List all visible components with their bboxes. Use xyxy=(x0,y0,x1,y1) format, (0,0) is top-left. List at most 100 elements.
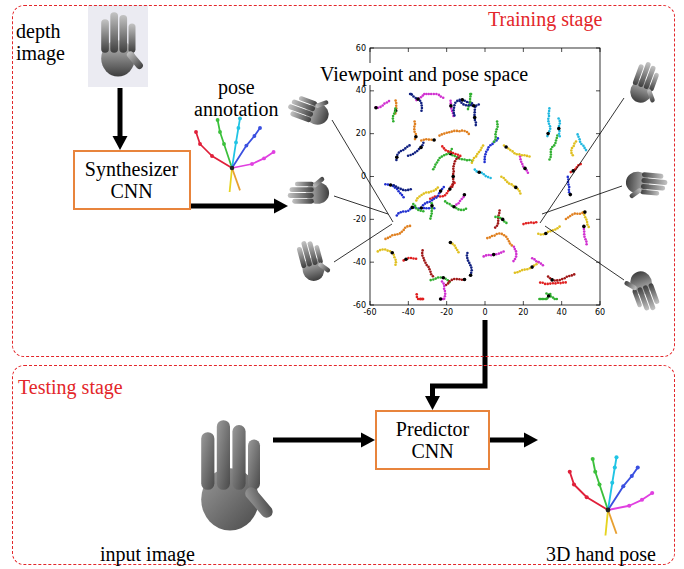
scatter-point xyxy=(519,192,522,195)
scatter-point xyxy=(458,100,461,103)
scatter-point xyxy=(412,257,415,260)
scatter-point xyxy=(487,176,490,179)
scatter-point xyxy=(582,144,585,147)
scatter-point xyxy=(544,283,547,286)
scatter-point xyxy=(453,106,456,109)
scatter-point xyxy=(404,147,407,150)
scatter-point xyxy=(401,194,404,197)
scatter-point xyxy=(442,96,445,99)
scatter-point xyxy=(531,257,534,260)
scatter-point xyxy=(379,249,382,252)
scatter-point xyxy=(413,120,416,123)
scatter-point xyxy=(389,183,393,187)
scatter-point xyxy=(451,186,454,189)
scatter-point xyxy=(395,107,398,110)
scatter-point xyxy=(572,154,575,157)
arrowhead xyxy=(425,396,440,410)
scatter-point xyxy=(416,150,419,153)
tick-mark xyxy=(523,301,524,305)
node-label: Testing stage xyxy=(18,376,123,398)
scatter-point xyxy=(443,285,446,288)
scatter-point xyxy=(463,193,467,197)
scatter-point xyxy=(511,150,514,153)
scatter-point xyxy=(457,202,460,205)
scatter-point xyxy=(429,217,432,220)
scatter-point xyxy=(390,251,394,255)
scatter-point xyxy=(395,102,398,105)
scatter-point xyxy=(524,167,527,170)
scatter-point xyxy=(564,281,567,284)
scatter-point xyxy=(486,237,489,240)
scatter-point xyxy=(469,98,472,101)
scatter-point xyxy=(442,276,446,280)
scatter-point xyxy=(441,155,444,158)
scatter-point xyxy=(474,108,477,111)
scatter-point xyxy=(392,120,395,123)
scatter-point xyxy=(579,140,582,143)
scatter-point xyxy=(404,189,407,192)
scatter-point xyxy=(567,176,570,179)
tick-mark xyxy=(370,262,374,263)
scatter-point xyxy=(472,105,475,108)
tick-mark xyxy=(523,48,524,52)
arrowhead xyxy=(274,199,288,214)
scatter-point xyxy=(394,110,397,113)
scatter-point xyxy=(557,282,560,285)
scatter-point xyxy=(492,253,496,257)
scatter-point xyxy=(457,154,460,157)
scatter-point xyxy=(496,123,499,126)
scatter-point xyxy=(468,159,471,162)
scatter-point xyxy=(484,156,487,159)
scatter-point xyxy=(439,297,443,301)
scatter-point xyxy=(567,183,570,186)
scatter-point xyxy=(446,192,449,195)
scatter-point xyxy=(453,206,456,209)
scatter-point xyxy=(580,143,583,146)
scatter-point xyxy=(420,102,423,105)
scatter-point xyxy=(412,203,415,206)
scatter-point xyxy=(453,130,456,133)
image-group: input image xyxy=(95,410,273,566)
scatter-point xyxy=(547,112,550,115)
scatter-point xyxy=(548,158,551,161)
scatter-point xyxy=(409,188,412,191)
scatter-point xyxy=(461,98,465,102)
scatter-point xyxy=(430,204,434,208)
scatter-point xyxy=(397,190,400,193)
scatter-point xyxy=(428,191,431,194)
scatter-point xyxy=(540,233,543,236)
scatter-point xyxy=(496,126,499,129)
scatter-point xyxy=(468,133,471,136)
scatter-point xyxy=(557,127,561,131)
scatter-point xyxy=(423,139,426,142)
scatter-point xyxy=(434,163,437,166)
scatter-point xyxy=(384,238,387,241)
scatter-point xyxy=(494,133,497,136)
scatter-point xyxy=(578,138,581,141)
scatter-point xyxy=(557,117,560,120)
axis-tick-label: 20 xyxy=(356,129,366,138)
scatter-point xyxy=(569,193,572,196)
scatter-point xyxy=(541,282,544,285)
scatter-point xyxy=(519,158,522,161)
stage-region: Testing stageinput imagePredictor CNN3D … xyxy=(12,365,675,565)
scatter-point xyxy=(384,248,387,251)
scatter-point xyxy=(574,212,577,215)
scatter-point xyxy=(463,130,466,133)
scatter-point xyxy=(527,171,530,174)
scatter-point xyxy=(391,252,394,255)
scatter-point xyxy=(441,145,444,148)
scatter-point xyxy=(509,242,512,245)
scatter-point xyxy=(409,93,412,96)
scatter-point xyxy=(394,110,397,113)
scatter-point xyxy=(416,197,419,200)
input-image xyxy=(201,420,275,530)
scatter-point xyxy=(579,212,582,215)
connector-line xyxy=(490,438,526,443)
scatter-point xyxy=(423,192,426,195)
scatter-point xyxy=(518,190,521,193)
scatter-point xyxy=(453,114,456,117)
scatter-point xyxy=(493,234,496,237)
scatter-point xyxy=(437,159,440,162)
scatter-point xyxy=(407,155,410,158)
